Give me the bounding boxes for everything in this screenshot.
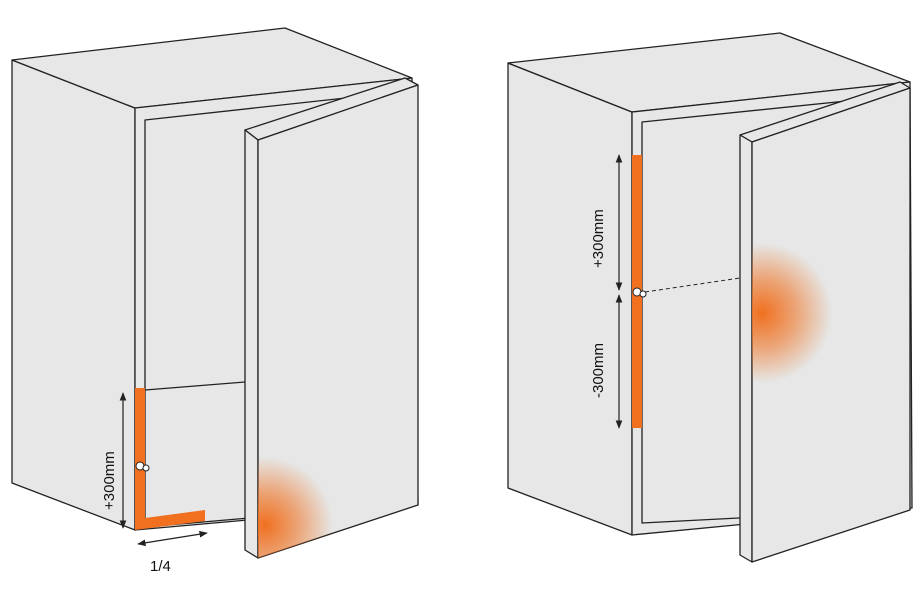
alignment-line — [644, 277, 741, 293]
shelf-line — [144, 381, 246, 391]
sensor-glow — [258, 457, 333, 558]
height-label: +300mm — [101, 451, 118, 510]
door-front — [257, 84, 419, 559]
lower-label: -300mm — [590, 343, 607, 398]
sensor-glow — [752, 243, 832, 383]
mounting-zone — [135, 388, 205, 530]
door-edge — [244, 129, 259, 559]
left-cabinet: +300mm 1/4 — [11, 27, 419, 589]
upper-label: +300mm — [590, 209, 607, 268]
right-cabinet: +300mm -300mm — [507, 32, 913, 563]
width-label: 1/4 — [150, 558, 171, 575]
door-front — [751, 87, 911, 563]
side-panel — [507, 62, 633, 536]
door-edge — [739, 134, 753, 563]
width-arrow — [137, 530, 208, 547]
